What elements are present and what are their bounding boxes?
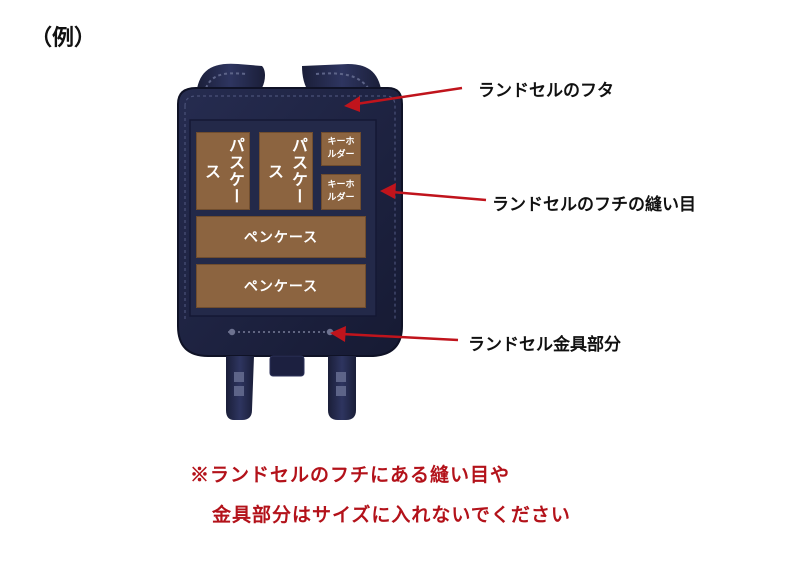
- callout-flap: ランドセルのフタ: [478, 81, 614, 101]
- callout-metal-parts: ランドセル金具部分: [468, 335, 621, 355]
- arrow-edge-seam: [380, 183, 487, 202]
- bottom-strap-right: [328, 356, 356, 420]
- pass-case-2: パスケース: [259, 132, 313, 210]
- key-holder-1: キーホルダー: [321, 132, 361, 166]
- key-holder-2: キーホルダー: [321, 174, 361, 210]
- arrow-flap: [344, 86, 463, 112]
- metal-rivet-left: [228, 328, 236, 336]
- pen-case-2: ペンケース: [196, 264, 366, 308]
- callout-edge-seam: ランドセルのフチの縫い目: [492, 195, 696, 215]
- notice-line-1: ※ランドセルのフチにある縫い目や: [190, 464, 511, 486]
- pass-case-1: パスケース: [196, 132, 250, 210]
- arrow-metal-parts: [330, 326, 459, 342]
- edge-seam: [197, 95, 396, 320]
- pen-case-1: ペンケース: [196, 216, 366, 258]
- notice-line-2: 金具部分はサイズに入れないでください: [212, 504, 571, 526]
- bottom-strap-left: [226, 356, 254, 420]
- example-label: （例）: [30, 25, 97, 51]
- bottom-handle: [269, 355, 305, 377]
